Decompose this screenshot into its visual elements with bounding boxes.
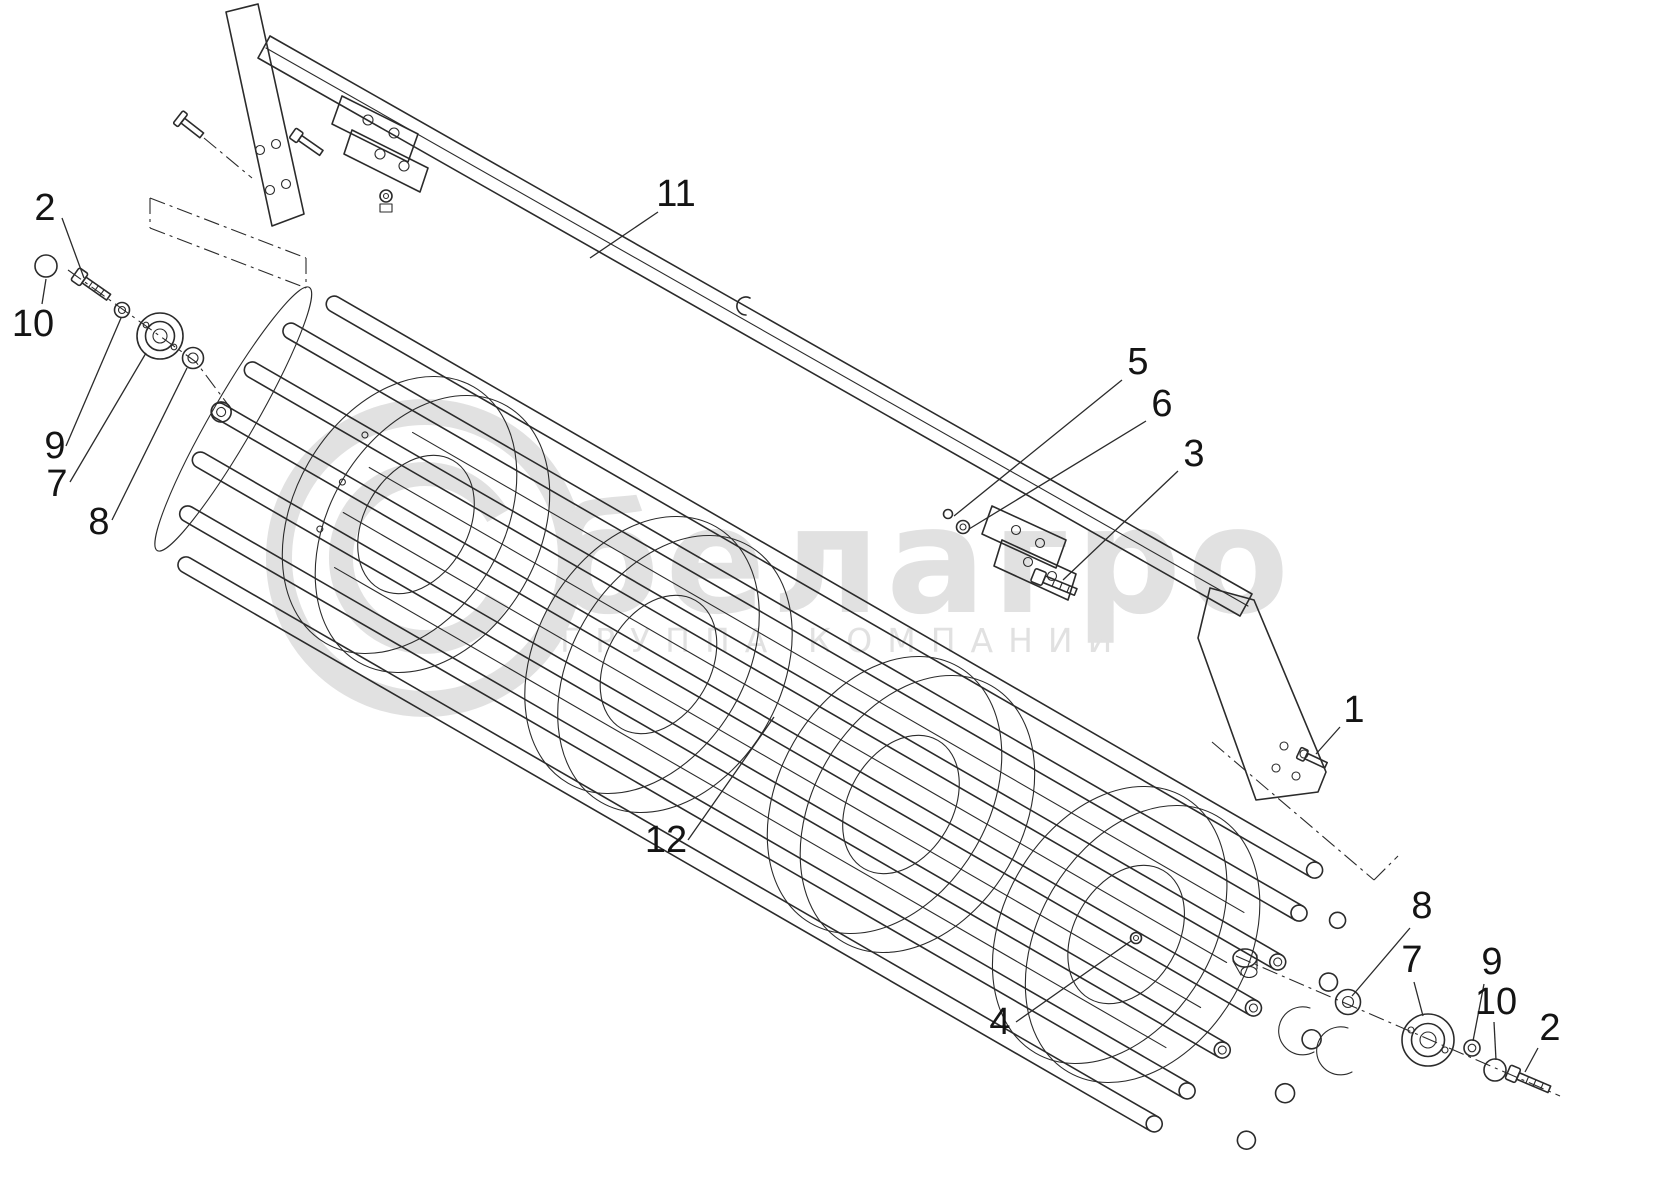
- grease-fitting: [379, 189, 393, 213]
- right-end-ring-fragments: [1278, 1006, 1353, 1076]
- callout-label-8-left: 8: [88, 501, 109, 543]
- left-small-washer: [113, 301, 131, 319]
- right-small-washer: [1463, 1039, 1481, 1057]
- clamp-bolt: [1030, 568, 1078, 597]
- left-mount-bracket: [225, 3, 305, 227]
- hub-cap-cone: [1232, 948, 1258, 979]
- cage-tubes: [177, 295, 1324, 1133]
- leader-2-left: [61, 217, 85, 279]
- right-large-washer: [1334, 988, 1362, 1016]
- leader-8-right: [1351, 927, 1411, 997]
- left-end-cap-ring: [34, 254, 58, 278]
- leader-10-left: [41, 278, 47, 305]
- screw-axis: [203, 137, 253, 179]
- leader-11: [589, 211, 659, 259]
- bracket-bolt: [1295, 746, 1329, 769]
- callout-label-2-left: 2: [34, 187, 55, 229]
- callout-label-10-right: 10: [1475, 981, 1517, 1023]
- right-mount-plane: [1211, 741, 1399, 881]
- callout-label-9-left: 9: [44, 425, 65, 467]
- callout-label-10-left: 10: [12, 303, 54, 345]
- left-end-ring: [154, 286, 313, 552]
- watermark-brand: белагро: [556, 475, 1295, 647]
- left-large-washer: [181, 346, 205, 370]
- screw-item: [942, 508, 954, 520]
- leader-9-right: [1472, 983, 1485, 1042]
- callout-label-5: 5: [1127, 341, 1148, 383]
- leader-9-left: [65, 317, 122, 447]
- far-tube-lines: [334, 431, 1245, 1049]
- left-end-bolt: [70, 267, 112, 301]
- left-mount-plane: [149, 197, 307, 289]
- left-clamp-bolt: [288, 127, 324, 157]
- callout-label-7-right: 7: [1401, 939, 1422, 981]
- callout-label-4: 4: [989, 1001, 1010, 1043]
- leader-4: [1015, 940, 1132, 1023]
- watermark: белагро ГРУППА КОМПАНИЙ: [266, 399, 1295, 717]
- callout-label-2-right: 2: [1539, 1007, 1560, 1049]
- leader-6: [968, 420, 1147, 530]
- tube-bolt: [1129, 931, 1143, 945]
- callout-label-6: 6: [1151, 383, 1172, 425]
- right-end-bolt: [1504, 1064, 1552, 1094]
- leader-1: [1315, 726, 1341, 755]
- leader-12: [687, 716, 775, 841]
- support-beam: [257, 35, 1253, 617]
- leader-5: [953, 379, 1123, 517]
- leader-2-right: [1524, 1047, 1539, 1073]
- left-bearing-flange: [136, 312, 184, 360]
- left-axle-bore: [216, 406, 227, 418]
- leader-10-right: [1493, 1021, 1497, 1061]
- right-clamp-bracket: [981, 505, 1077, 601]
- callout-label-12: 12: [645, 819, 687, 861]
- weld-dots: [316, 431, 369, 533]
- right-axle-axis: [1235, 955, 1561, 1097]
- right-bearing-flange: [1401, 1013, 1455, 1067]
- leader-3: [1062, 470, 1179, 581]
- watermark-subtitle: ГРУППА КОМПАНИЙ: [560, 620, 1127, 660]
- right-mount-bracket: [1197, 587, 1327, 801]
- callout-label-11: 11: [656, 173, 695, 215]
- callout-label-3: 3: [1183, 433, 1204, 475]
- cage-roller: [154, 286, 1347, 1150]
- leader-7-right: [1413, 981, 1424, 1017]
- callout-label-9-right: 9: [1481, 941, 1502, 983]
- leader-8-left: [111, 367, 188, 521]
- spider-rings: [281, 375, 1261, 1084]
- watermark-logo-inner-arc: [328, 462, 509, 654]
- flat-head-screw: [172, 110, 205, 139]
- left-clamp-bracket: [331, 95, 429, 193]
- right-end-cap-ring: [1483, 1058, 1507, 1082]
- leader-7-left: [69, 352, 147, 483]
- beam-hook: [736, 296, 751, 316]
- far-tube-end-openings: [1236, 911, 1347, 1150]
- callout-labels: 2 10 9 7 8 11 5 6 3 1 12 4 8 7 9 10 2: [12, 173, 1561, 1049]
- nut-item: [955, 519, 971, 535]
- leader-lines: [41, 211, 1539, 1073]
- callout-label-1: 1: [1343, 689, 1364, 731]
- callout-label-8-right: 8: [1411, 885, 1432, 927]
- callout-label-7-left: 7: [46, 463, 67, 505]
